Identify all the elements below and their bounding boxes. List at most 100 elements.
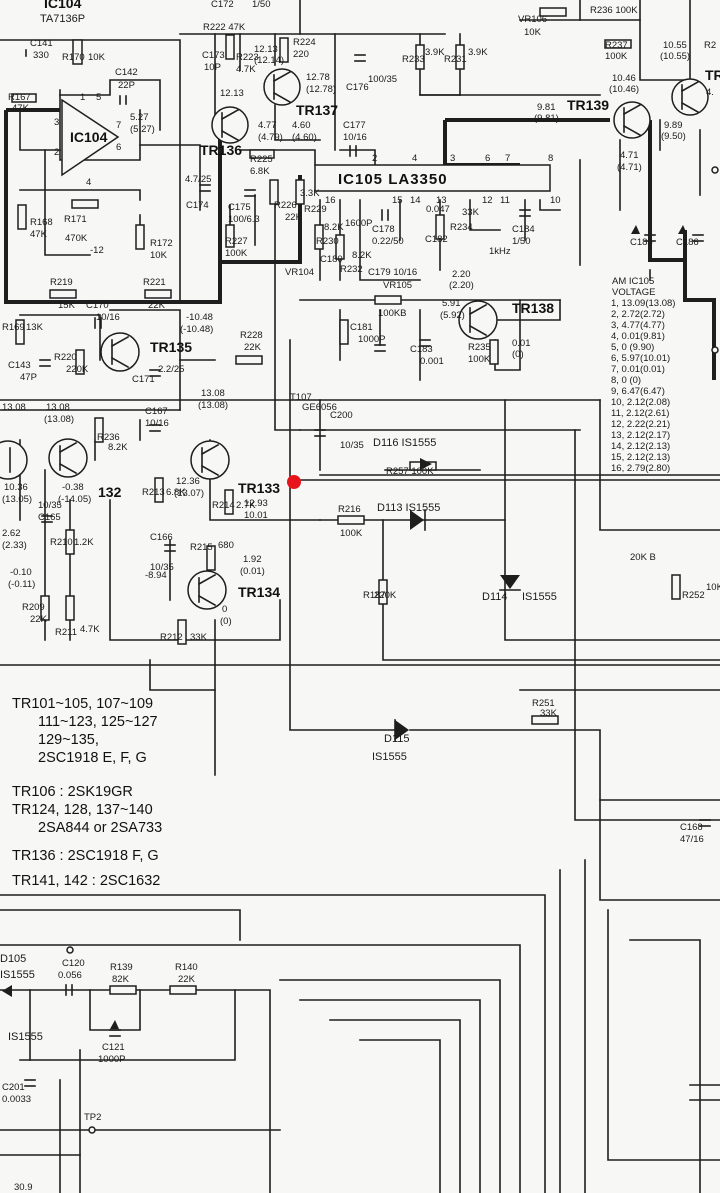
c141-label: C141 [30, 38, 53, 49]
v-12-13: 12.13 [254, 44, 278, 55]
c143-label: C143 [8, 360, 31, 371]
c165-value: 10/35 [38, 500, 62, 511]
ic105-pin-4: 4 [412, 153, 417, 164]
r224-label: R224 [293, 37, 316, 48]
r140-value: 22K [178, 974, 196, 985]
tr138-symbol [458, 300, 498, 340]
v-m8-94: -8.94 [145, 570, 167, 581]
v-12-78: 12.78 [306, 72, 330, 83]
tr139-symbol [613, 101, 651, 139]
r237-label: R237 [605, 40, 628, 51]
ic104-part: TA7136P [40, 13, 85, 25]
r167-value: 47K [12, 103, 30, 114]
c182-value: 0.047 [426, 204, 450, 215]
ic104-pin-3: 3 [54, 117, 59, 128]
note-line-8: TR136 : 2SC1918 F, G [12, 848, 159, 864]
ic105-pin-12: 12 [482, 195, 493, 206]
c166-label: C166 [150, 532, 173, 543]
c201-label: C201 [2, 1082, 25, 1093]
r237-value: 100K [605, 51, 628, 62]
c181-label: C181 [350, 322, 373, 333]
vr106-value: 10K [524, 27, 542, 38]
r140-label: R140 [175, 962, 198, 973]
tr137-label: TR137 [296, 102, 338, 118]
r219-value: 15K [58, 300, 76, 311]
r228-label: R228 [240, 330, 263, 341]
r169-label: R169 [2, 322, 25, 333]
r212-label: R212 [160, 632, 183, 643]
r168-label: R168 [30, 217, 53, 228]
v-2-20b: (2.20) [449, 280, 474, 291]
c121-label: C121 [102, 1042, 125, 1053]
note-line-9: TR141, 142 : 2SC1632 [12, 873, 160, 889]
r224-value: 220 [293, 49, 309, 60]
vr105-value: 100KB [378, 308, 407, 319]
c167-label: C167 [145, 406, 168, 417]
c177-label: C177 [343, 120, 366, 131]
r236b-label: R236 [97, 432, 120, 443]
ic104-label: IC104 [44, 0, 82, 11]
tr139-label: TR139 [567, 97, 609, 113]
r219-label: R219 [50, 277, 73, 288]
ic105-pin-16: 16 [325, 195, 336, 206]
v-10-36: 10.36 [4, 482, 28, 493]
r210-label: R210 [50, 537, 73, 548]
am-table-row-8: 8, 0 (0) [611, 375, 641, 386]
c185-label: C185 [630, 237, 653, 248]
c167-value: 10/16 [145, 418, 169, 429]
r231-value: 3.9K [468, 47, 488, 58]
c179-label: C179 10/16 [368, 267, 417, 278]
c178-value: 0.22/50 [372, 236, 404, 247]
c175-value: 100/6.3 [228, 214, 260, 225]
r169-value: 13K [26, 322, 44, 333]
ic104-pin-6: 6 [116, 142, 121, 153]
r187-label: R187 [363, 590, 386, 601]
d113-label: D113 IS1555 [377, 502, 440, 514]
passive-symbols [2, 7, 719, 1134]
tr132-label: 132 [98, 484, 122, 500]
c168-label: C168 [680, 822, 703, 833]
c201-value: 0.0033 [2, 1094, 31, 1105]
c183-value: 0.001 [420, 356, 444, 367]
r170-value: 10K [88, 52, 106, 63]
tr136-label: TR136 [200, 142, 242, 158]
c184-value: 1/50 [512, 236, 531, 247]
ic104-supply: -12 [90, 245, 104, 256]
v-10-55: 10.55 [663, 40, 687, 51]
r234-value: 33K [462, 207, 480, 218]
v-m14-05: (-14.05) [58, 494, 91, 505]
r236b-value: 8.2K [108, 442, 128, 453]
vr104-label: VR104 [285, 267, 314, 278]
tr-left-symbol [0, 440, 28, 480]
v-4-71: 4.71 [620, 150, 639, 161]
r232-label: R232 [340, 264, 363, 275]
c175-label: C175 [228, 202, 251, 213]
d105-side-label: IS1555 [8, 1031, 43, 1043]
r227-value: 100K [225, 248, 248, 259]
d114-label: D114 [482, 591, 507, 603]
r251-label: R251 [532, 698, 555, 709]
ic104-opamp: IC104 TA7136P IC104 3 2 7 6 1 5 4 -12 5.… [40, 0, 155, 256]
c172-value: 1/50 [252, 0, 271, 10]
c168-value: 47/16 [680, 834, 704, 845]
c120-label: C120 [62, 958, 85, 969]
v-12-78b: (12.78) [306, 84, 336, 95]
d114-value: IS1555 [522, 591, 557, 603]
r235-value: 100K [468, 354, 491, 365]
r172-label: R172 [150, 238, 173, 249]
r171-value: 470K [65, 233, 88, 244]
t107-value: GE6056 [302, 402, 337, 413]
r214-value: 2.7K [236, 500, 256, 511]
r167-label: R167 [8, 92, 31, 103]
v-0-01b: (0) [512, 349, 524, 360]
v-4-x: 4. [706, 87, 714, 98]
v-13-08: 13.08 [201, 388, 225, 399]
r213-value: 6.8K [166, 487, 186, 498]
v-0-01: 0.01 [512, 338, 531, 349]
ic105-pin-15: 15 [392, 195, 403, 206]
v-13-05: (13.05) [2, 494, 32, 505]
r187-value: 220K [374, 590, 397, 601]
c170-value: 10/16 [96, 312, 120, 323]
v-m10-48: -10.48 [186, 312, 213, 323]
